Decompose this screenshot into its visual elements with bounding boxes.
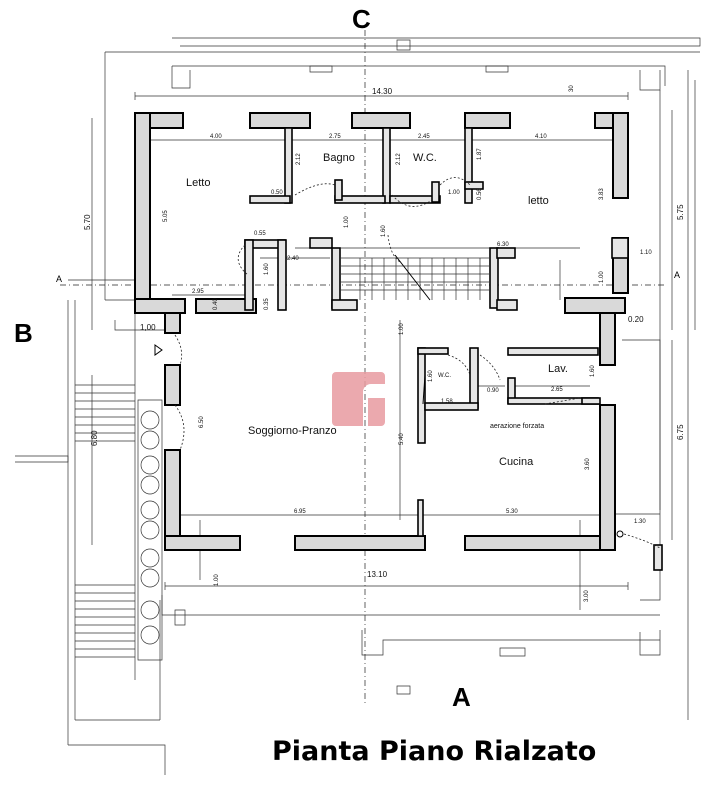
watermark-logo [332,372,385,426]
dim-212a: 2.12 [296,153,302,165]
dim-100e: 1.00 [399,323,405,335]
dim-160d: 1.60 [590,365,596,377]
room-wc-small: W.C. [438,373,451,379]
dim-left-570: 5.70 [83,214,92,230]
dim-630: 6.30 [497,242,509,248]
dim-410: 4.10 [535,134,547,140]
dim-160c: 1.60 [428,370,434,382]
dim-top-small: 30 [569,85,575,92]
dim-100b: 1.00 [344,216,350,228]
dim-020: 0.20 [628,315,644,324]
dim-300: 3.00 [584,590,590,602]
dim-050: 0.50 [271,190,283,196]
dim-040: 0.40 [213,298,219,310]
dim-right-675: 6.75 [676,424,685,440]
dim-360: 3.60 [585,458,591,470]
door-swings [174,177,661,549]
dim-240: 2.40 [287,256,299,262]
room-bagno: Bagno [323,152,355,164]
section-lines [60,30,665,705]
stair-treads-upper [75,384,135,442]
dimension-lines [91,92,673,610]
symbols [154,344,624,538]
dim-540: 5.40 [399,433,405,445]
dim-187: 1.87 [477,148,483,160]
interior-walls [244,127,663,571]
section-label-a-bottom: A [452,682,471,712]
dim-bottom-total: 13.10 [367,570,388,579]
dim-158: 1.58 [441,399,453,405]
section-label-c: C [352,4,371,34]
planters [137,399,163,661]
section-label-b: B [14,318,33,348]
internal-stairs [340,254,490,301]
dim-right-575: 5.75 [676,204,685,220]
room-cucina: Cucina [499,456,534,468]
room-soggiorno-pranzo: Soggiorno-Pranzo [248,425,337,437]
dim-100c: 1.00 [599,271,605,283]
dim-265: 2.65 [551,387,563,393]
room-wc-top: W.C. [413,152,437,164]
section-label-a-right: A [674,270,680,280]
dim-100f: 1.00 [214,574,220,586]
dim-top-total: 14.30 [372,87,393,96]
dim-275: 2.75 [329,134,341,140]
dim-530: 5.30 [506,509,518,515]
external-stairs [67,279,166,775]
exterior-walls [134,112,629,551]
dim-505: 5.05 [163,210,169,222]
dim-295: 2.95 [192,289,204,295]
stair-treads-lower [75,584,135,658]
dim-035: 0.35 [264,298,270,310]
dim-110: 1.10 [640,250,652,256]
note-aerazione-forzata: aerazione forzata [490,423,544,430]
dim-090: 0.90 [487,388,499,394]
room-letto-left: Letto [186,177,210,189]
dim-100a: 1.00 [448,190,460,196]
dim-695: 6.95 [294,509,306,515]
section-label-a-left: A [56,274,62,284]
dim-160b: 1.60 [264,263,270,275]
room-letto-right: letto [528,195,549,207]
dim-160a: 1.60 [381,225,387,237]
dim-056: 0.56 [477,188,483,200]
dim-055: 0.55 [254,231,266,237]
dim-212b: 2.12 [396,153,402,165]
dim-650: 6.50 [199,416,205,428]
dim-383: 3.83 [599,188,605,200]
room-lav: Lav. [548,363,568,375]
dim-100d: 1,00 [140,323,156,332]
dim-130: 1.30 [634,519,646,525]
dim-245: 2.45 [418,134,430,140]
plan-title: Pianta Piano Rialzato [272,736,596,767]
dim-left-680: 6.80 [90,430,99,446]
dim-400: 4.00 [210,134,222,140]
